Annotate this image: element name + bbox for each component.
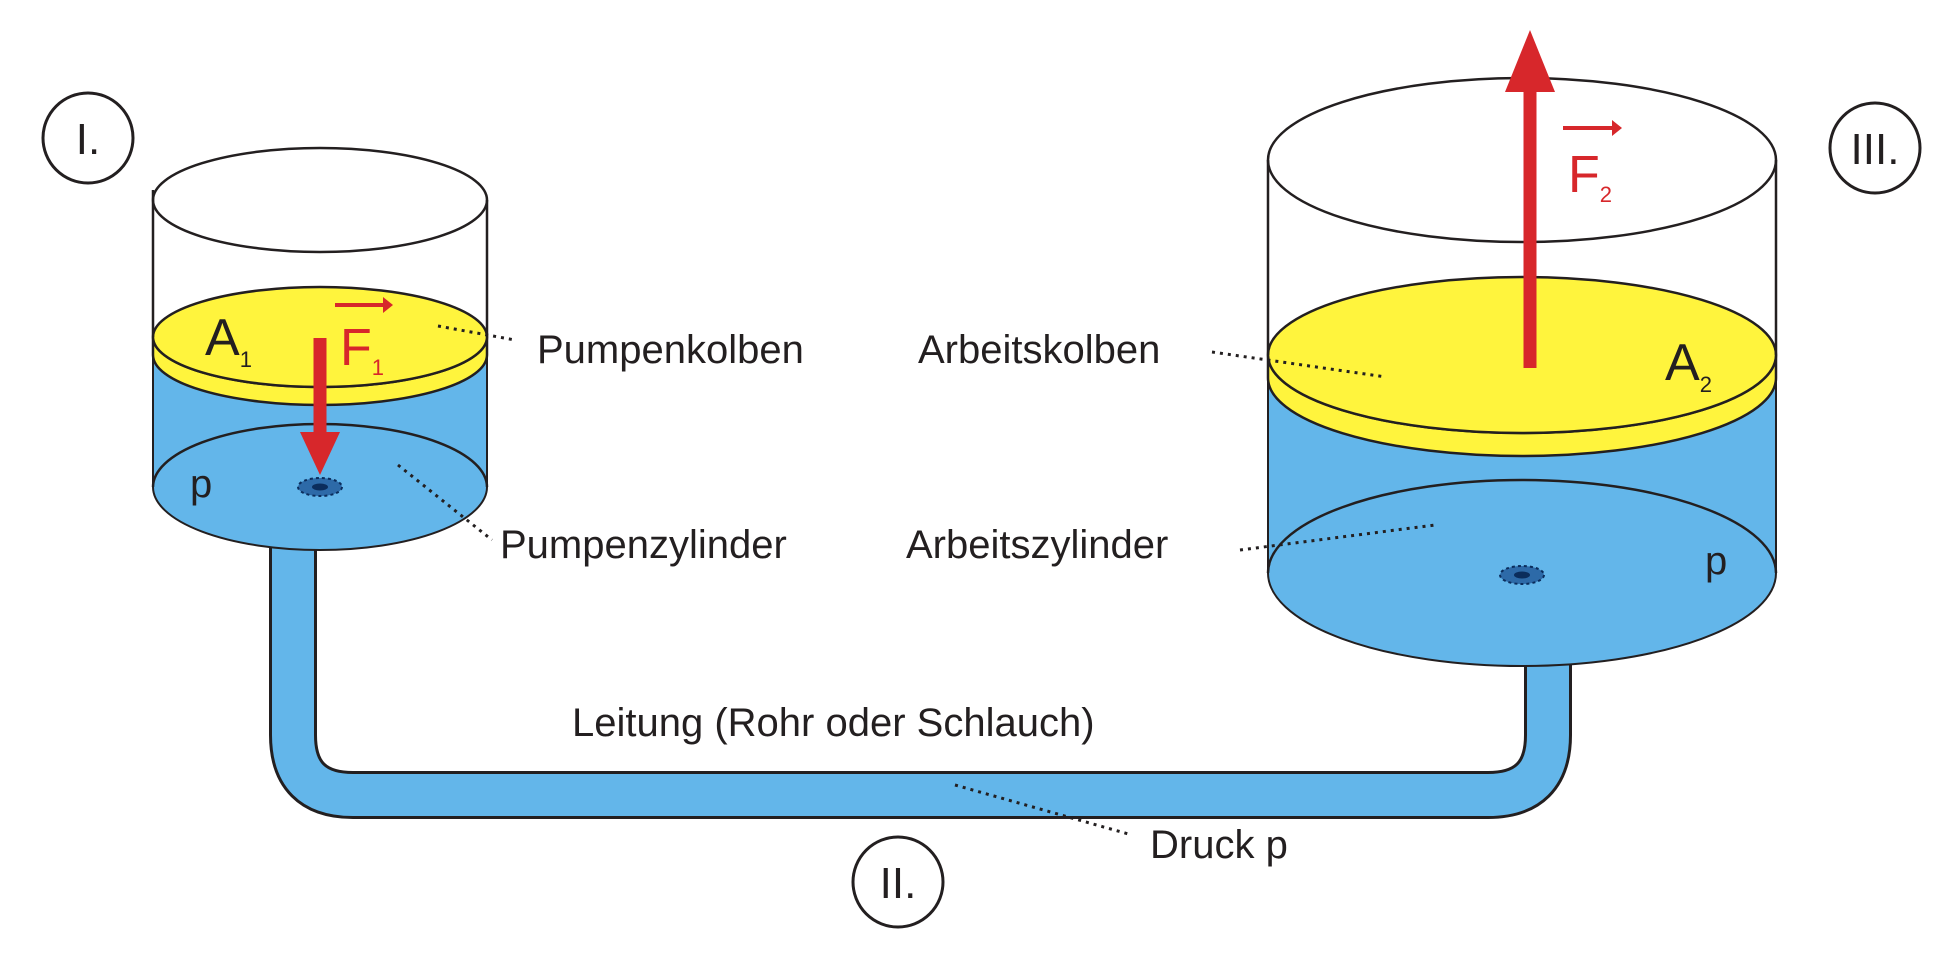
section-marker-two: II. [851, 835, 945, 929]
pressure-large: p [1705, 539, 1727, 583]
pipe-fluid [272, 540, 1569, 816]
section-marker-three: III. [1828, 101, 1922, 195]
pump-cylinder-rim [151, 146, 489, 254]
svg-text:III.: III. [1851, 125, 1900, 174]
force-label-f2: F2 [1563, 120, 1622, 207]
svg-text:F2: F2 [1568, 146, 1612, 207]
force-arrow-f2 [1505, 30, 1555, 368]
leader-lines [397, 324, 1436, 837]
section-marker-one: I. [41, 91, 135, 185]
work-cylinder-rim [1266, 76, 1778, 244]
svg-text:II.: II. [880, 859, 917, 908]
force-arrow-f1 [300, 338, 340, 475]
force-label-f1: F1 [335, 297, 393, 380]
work-cylinder [1266, 76, 1778, 667]
area-a1: A1 [205, 309, 252, 372]
label-pump-cylinder: Pumpenzylinder [500, 523, 787, 567]
label-work-cylinder: Arbeitszylinder [906, 523, 1168, 567]
label-work-piston: Arbeitskolben [918, 328, 1160, 372]
pressure-small: p [190, 462, 212, 506]
area-a2: A2 [1665, 334, 1712, 397]
svg-text:I.: I. [76, 115, 100, 164]
pipe [269, 540, 1572, 819]
svg-text:F1: F1 [340, 319, 384, 380]
work-piston-top [1266, 275, 1778, 435]
label-pipe: Leitung (Rohr oder Schlauch) [572, 701, 1095, 745]
label-pressure: Druck p [1150, 823, 1288, 867]
label-pump-piston: Pumpenkolben [537, 328, 804, 372]
